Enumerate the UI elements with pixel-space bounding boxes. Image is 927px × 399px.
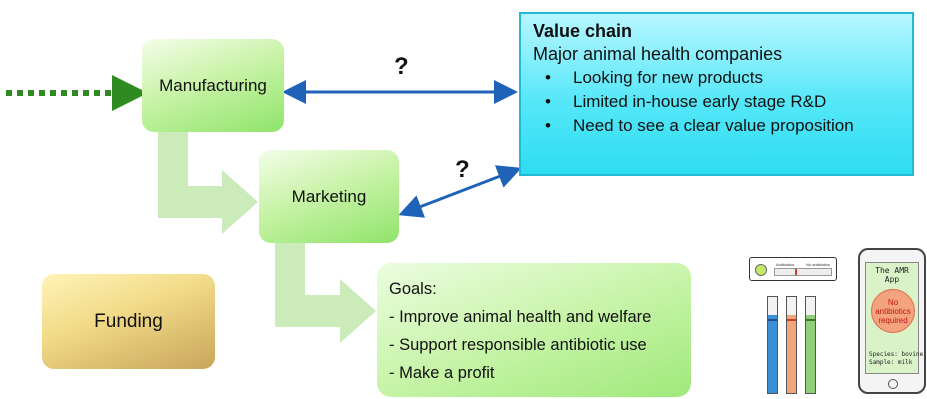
funding-label: Funding xyxy=(94,310,163,332)
bullet-symbol: • xyxy=(545,92,551,111)
test-strip-green xyxy=(805,296,816,394)
app-title: The AMR App xyxy=(875,266,909,284)
value-chain-box: Value chain Major animal health companie… xyxy=(519,12,914,176)
app-meta: Species: bovine Sample: milk xyxy=(869,351,923,367)
value-chain-subtitle: Major animal health companies xyxy=(533,44,783,64)
question-mark-top: ? xyxy=(394,53,409,80)
value-chain-bullet: • Need to see a clear value proposition xyxy=(533,114,912,138)
indicator-light-icon xyxy=(755,264,767,276)
value-chain-bullet: • Limited in-house early stage R&D xyxy=(533,90,912,114)
marketing-label: Marketing xyxy=(291,186,367,206)
phone-screen: The AMR App No antibiotics required Spec… xyxy=(865,262,923,374)
manufacturing-box: Manufacturing xyxy=(142,39,284,132)
test-cassette: Antibiotics No antibiotics xyxy=(749,257,837,281)
app-result-text: No antibiotics required xyxy=(875,297,911,325)
flow-arrow-manufacturing-to-marketing xyxy=(158,132,258,234)
value-chain-bullet-text: Limited in-house early stage R&D xyxy=(573,92,827,111)
app-sample: Sample: milk xyxy=(869,359,913,366)
double-arrow-marketing-valuechain xyxy=(398,165,522,218)
value-chain-title: Value chain xyxy=(533,21,633,41)
flow-arrow-marketing-to-goals xyxy=(275,243,376,343)
value-chain-bullet-text: Need to see a clear value proposition xyxy=(573,116,854,135)
bullet-symbol: • xyxy=(545,116,551,135)
test-strip-orange xyxy=(786,296,797,394)
cassette-window xyxy=(774,268,832,276)
goals-title: Goals: xyxy=(389,280,437,298)
manufacturing-label: Manufacturing xyxy=(159,75,267,95)
marketing-box: Marketing xyxy=(259,150,399,243)
question-mark-bottom: ? xyxy=(455,156,470,183)
value-chain-bullet-text: Looking for new products xyxy=(573,68,763,87)
goals-item: - Support responsible antibiotic use xyxy=(389,336,647,354)
app-species: Species: bovine xyxy=(869,351,924,358)
phone-illustration: The AMR App No antibiotics required Spec… xyxy=(858,248,926,394)
cassette-label-right: No antibiotics xyxy=(806,262,831,267)
test-strip-blue xyxy=(767,296,778,394)
app-result-badge: No antibiotics required xyxy=(871,289,915,333)
goals-box: Goals: - Improve animal health and welfa… xyxy=(377,263,691,397)
goals-item: - Improve animal health and welfare xyxy=(389,308,652,326)
home-button-icon xyxy=(888,379,898,389)
bullet-symbol: • xyxy=(545,68,551,87)
value-chain-bullet: • Looking for new products xyxy=(533,66,912,90)
cassette-label-left: Antibiotics xyxy=(776,262,795,267)
goals-item: - Make a profit xyxy=(389,364,495,382)
funding-box: Funding xyxy=(42,274,215,369)
